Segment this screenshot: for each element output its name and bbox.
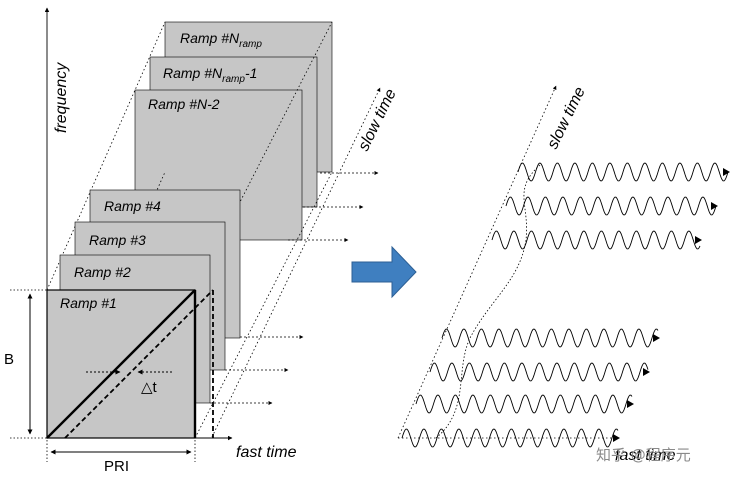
beat-signal-arrowhead: [653, 334, 660, 342]
beat-signal-wave: [401, 428, 619, 448]
bandwidth-label: B: [4, 351, 14, 368]
beat-signal-arrowhead: [711, 202, 718, 210]
ramp-label-3: Ramp #3: [89, 232, 146, 248]
rx-chirp-line: [64, 289, 214, 439]
beat-signal-arrowhead: [643, 368, 650, 376]
beat-signal-arrowhead: [613, 434, 620, 442]
right-slow-time-axis-label: slow time: [544, 84, 589, 151]
beat-signal-arrowhead: [723, 168, 730, 176]
beat-signal-rows: [401, 162, 730, 448]
right-axes: [397, 85, 612, 439]
ramp-label-1: Ramp #1: [60, 295, 117, 311]
beat-signal-wave: [517, 162, 729, 182]
transform-arrow: [351, 245, 417, 299]
ramp-label-n-2: Ramp #N-2: [148, 96, 220, 112]
watermark: 知乎 @程序元: [596, 446, 691, 464]
beat-signal-wave: [491, 230, 701, 250]
frequency-axis-label: frequency: [53, 62, 70, 133]
right-fast-time-axis-label: fast time: [615, 447, 676, 464]
beat-signal-wave: [441, 328, 659, 348]
slow-time-axis-label: slow time: [355, 86, 400, 153]
beat-signal-wave: [429, 362, 649, 382]
slow-time-axis: [211, 87, 381, 438]
ramp-stack-back: [134, 21, 333, 241]
beat-signal-wave: [505, 196, 717, 216]
tx-chirp-line: [46, 289, 196, 439]
ramp-labels: Ramp #1 Ramp #2 Ramp #3 Ramp #4 Ramp #N-…: [60, 30, 262, 311]
delay-label: △t: [141, 379, 158, 396]
fast-time-axis-label: fast time: [236, 444, 297, 461]
fast-time-output-arrows: [210, 171, 379, 405]
left-axes: [10, 7, 381, 462]
ramp-label-2: Ramp #2: [74, 264, 131, 280]
ramp-1-chirps: [46, 289, 214, 439]
ramp-label-4: Ramp #4: [104, 198, 161, 214]
beat-signal-wave: [415, 394, 633, 414]
ramp-stack-front: [46, 189, 241, 439]
right-slow-time-axis: [397, 85, 557, 439]
ramp-label-n-1: Ramp #Nramp-1: [163, 65, 257, 85]
ramp-label-n: Ramp #Nramp: [180, 30, 262, 50]
beat-signal-arrowhead: [695, 236, 702, 244]
beat-signal-arrowhead: [627, 400, 634, 408]
pri-label: PRI: [104, 458, 129, 475]
phase-trajectory-curve: [435, 164, 541, 439]
